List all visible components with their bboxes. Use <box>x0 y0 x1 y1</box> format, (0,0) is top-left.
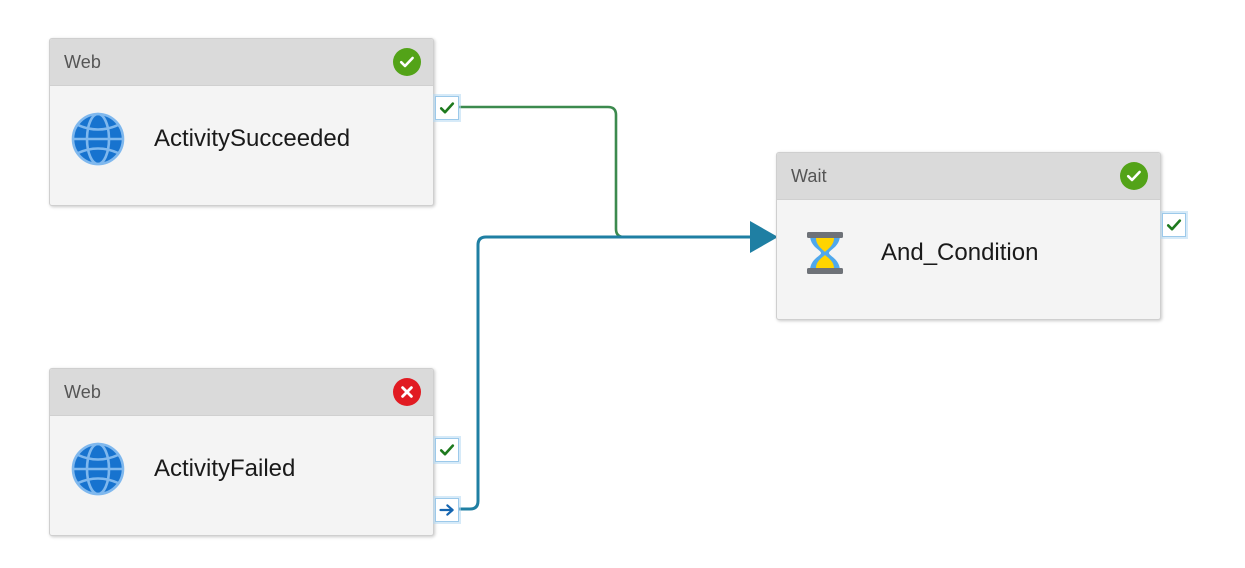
node-wait-and-condition[interactable]: Wait And_C <box>776 152 1186 320</box>
check-icon <box>1166 219 1182 231</box>
node-header: Wait <box>777 153 1160 200</box>
node-header: Web <box>50 39 433 86</box>
node-label: ActivitySucceeded <box>154 125 351 152</box>
node-title: Web <box>64 381 101 402</box>
port-out-success[interactable] <box>435 96 459 120</box>
node-title: Wait <box>791 165 827 186</box>
check-circle-icon <box>393 48 421 76</box>
globe-icon <box>70 111 126 167</box>
check-icon <box>439 102 455 114</box>
connector-arrowhead-icon <box>750 221 778 253</box>
connector-succeeded-to-wait <box>456 105 742 239</box>
node-body: ActivitySucceeded <box>50 86 433 192</box>
node-web-succeeded[interactable]: Web Activit <box>49 38 459 206</box>
node-label: ActivityFailed <box>154 455 296 482</box>
node-title: Web <box>64 51 101 72</box>
node-web-failed[interactable]: Web Activit <box>49 368 459 536</box>
error-circle-icon <box>393 378 421 406</box>
node-body: And_Condition <box>777 200 1160 306</box>
node-label: And_Condition <box>881 239 1039 266</box>
globe-icon <box>70 441 126 497</box>
port-out-success[interactable] <box>435 438 459 462</box>
hourglass-icon <box>797 225 853 281</box>
node-body: ActivityFailed <box>50 416 433 522</box>
port-out-success[interactable] <box>1162 213 1186 237</box>
port-out-default[interactable] <box>435 498 459 522</box>
check-circle-icon <box>1120 162 1148 190</box>
check-icon <box>439 444 455 456</box>
connector-failed-to-wait <box>456 235 758 511</box>
node-header: Web <box>50 369 433 416</box>
arrow-right-icon <box>439 504 454 516</box>
